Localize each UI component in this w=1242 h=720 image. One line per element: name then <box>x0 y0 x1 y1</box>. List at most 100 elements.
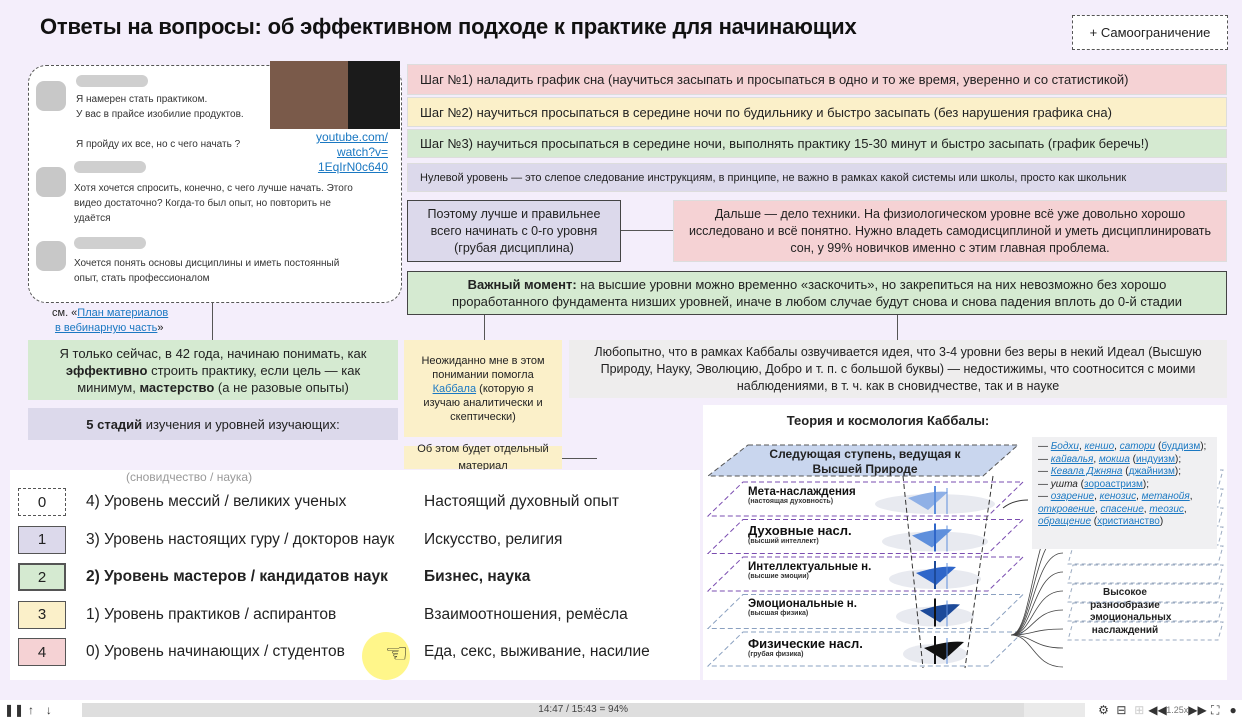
comment-line: Я пройду их все, но с чего начать ? <box>76 139 241 150</box>
term-link[interactable]: мокша <box>1098 453 1130 465</box>
term-link[interactable]: кенозис <box>1099 491 1137 502</box>
term-link[interactable]: сатори <box>1119 441 1156 452</box>
settings-icon[interactable]: ⚙ <box>1098 703 1109 717</box>
kabbalah-link[interactable]: Каббала <box>432 382 477 395</box>
arrow <box>484 315 485 340</box>
variety-connector <box>1010 571 1064 636</box>
separate-material-box: Об этом будет отдельный материал <box>404 443 562 472</box>
variety-connector <box>1010 628 1064 636</box>
term-link[interactable]: спасение <box>1100 503 1144 515</box>
speed-label[interactable]: 1.25x <box>1166 705 1189 715</box>
level-badge: 4 <box>18 638 66 666</box>
arrow-up-icon[interactable]: ↑ <box>27 703 34 717</box>
arrow-down-icon[interactable]: ↓ <box>45 703 52 717</box>
self-limit-button[interactable]: + Самоограничение <box>1072 15 1228 50</box>
progress-fill <box>81 703 1025 717</box>
levels-panel <box>10 470 700 680</box>
layer-plane <box>706 631 1025 667</box>
religion-link[interactable]: буддизм <box>1161 441 1201 452</box>
term-link[interactable]: откровение <box>1038 503 1095 515</box>
level-name: 2) Уровень мастеров / кандидатов наук <box>86 568 388 585</box>
commenter-name <box>74 161 146 173</box>
paren: ); <box>1174 466 1181 477</box>
paren: ) <box>1159 516 1164 527</box>
layer-plane <box>706 481 1025 517</box>
level-domain: Взаимоотношения, ремёсла <box>424 605 628 623</box>
dash: — <box>1038 478 1051 490</box>
term-link[interactable]: кайвалья <box>1050 453 1094 465</box>
religion-link[interactable]: индуизм <box>1136 453 1176 465</box>
layer-name: Эмоциональные н. <box>748 598 857 610</box>
paren: ( <box>1129 453 1137 465</box>
variety-connector <box>1010 634 1064 668</box>
forward-icon[interactable]: ▶▶ <box>1188 703 1207 717</box>
progress-bar[interactable]: 14:47 / 15:43 = 94% <box>81 703 1085 717</box>
paren: ); <box>1175 453 1182 465</box>
video-thumbnail[interactable] <box>270 61 400 129</box>
comment-line <box>76 122 276 137</box>
commenter-name <box>74 237 146 249</box>
layer-name: Интеллектуальные н. <box>748 561 872 573</box>
see-also: см. «План материалов в вебинарную часть» <box>52 306 168 336</box>
better-start-box: Поэтому лучше и правильнее всего начинат… <box>407 200 621 262</box>
stages-bold: 5 стадий <box>86 416 143 432</box>
layer-sub: (высшие эмоции) <box>748 573 809 580</box>
next-step-label: Следующая ступень, ведущая к Высшей Прир… <box>769 447 961 476</box>
layer-wedge <box>908 491 948 510</box>
level-domain: Настоящий духовный опыт <box>424 493 620 510</box>
minus-icon[interactable]: ⊟ <box>1116 703 1127 717</box>
video-link-line[interactable]: 1EqIrN0c640 <box>317 160 388 174</box>
video-link-line[interactable]: watch?v= <box>336 145 388 159</box>
term-link[interactable]: кеншо <box>1084 441 1115 452</box>
terms-connector <box>1002 499 1029 509</box>
player-bar: ❚❚ ↑ ↓ 14:47 / 15:43 = 94% ⚙ ⊟ ⊞ ◀◀ 1.25… <box>0 700 1242 720</box>
kabbalah-layer: Физические насл.(грубая физика) <box>748 636 863 658</box>
dash: — <box>1038 441 1051 452</box>
arrow <box>897 315 898 340</box>
term-link[interactable]: Кевала Джняна <box>1050 466 1123 477</box>
comment-text: Хотя хочется спросить, конечно, с чего л… <box>74 181 394 226</box>
curious-box: Любопытно, что в рамках Каббалы озвучива… <box>569 340 1227 398</box>
plan-link[interactable]: План материалов <box>77 307 169 319</box>
funnel-edge <box>902 475 924 669</box>
term-link[interactable]: теозис <box>1149 503 1184 515</box>
rewind-icon[interactable]: ◀◀ <box>1148 703 1167 717</box>
layer-plane <box>706 594 1025 629</box>
cursor-highlight <box>362 632 410 680</box>
term-line: — кайвалья, мокша (индуизм); <box>1038 453 1182 465</box>
plan-link[interactable]: в вебинарную часть <box>55 322 158 334</box>
term-link[interactable]: озарение <box>1050 491 1095 502</box>
dash: — <box>1038 466 1051 477</box>
plus-icon[interactable]: ⊞ <box>1134 703 1145 717</box>
dash: — <box>1038 491 1051 502</box>
pause-icon[interactable]: ❚❚ <box>4 703 25 717</box>
layer-name: Физические насл. <box>748 636 863 651</box>
next-step-plane <box>706 444 1020 477</box>
religion-link[interactable]: зороастризм <box>1083 478 1143 490</box>
term-link[interactable]: обращение <box>1038 516 1092 527</box>
age-bold: эффективно <box>65 362 148 378</box>
level-badge: 2 <box>18 563 66 591</box>
step-text: Шаг №1) наладить график сна (научиться з… <box>420 72 1129 87</box>
term-line: — Бодхи, кеншо, сатори (буддизм); <box>1038 441 1207 452</box>
religion-link[interactable]: джайнизм <box>1128 466 1175 477</box>
stages-box: 5 стадий изучения и уровней изучающих: <box>28 408 398 440</box>
see-suffix: » <box>157 322 164 334</box>
avatar <box>36 167 66 197</box>
variety-connector <box>1010 552 1064 636</box>
fullscreen-icon[interactable]: ⛶ <box>1211 702 1220 717</box>
term-link[interactable]: метанойя <box>1141 491 1190 502</box>
kabbalah-title: Теория и космология Каббалы: <box>786 413 990 428</box>
layer-wedge <box>912 529 952 548</box>
age-text: (а не разовые опыты) <box>214 379 349 395</box>
video-link-line[interactable]: youtube.com/ <box>315 130 388 144</box>
help-icon[interactable]: ● <box>1229 703 1237 717</box>
variety-plane <box>1067 621 1224 641</box>
variety-label: Высокое разнообразие эмоциональных насла… <box>1090 587 1172 636</box>
term-link[interactable]: Бодхи <box>1050 441 1079 452</box>
video-link[interactable]: youtube.com/ watch?v= 1EqIrN0c640 <box>300 130 388 175</box>
religion-link[interactable]: христианство <box>1097 516 1160 527</box>
important-label: Важный момент: <box>467 277 577 292</box>
comment-line: опыт, стать профессионалом <box>74 273 210 284</box>
